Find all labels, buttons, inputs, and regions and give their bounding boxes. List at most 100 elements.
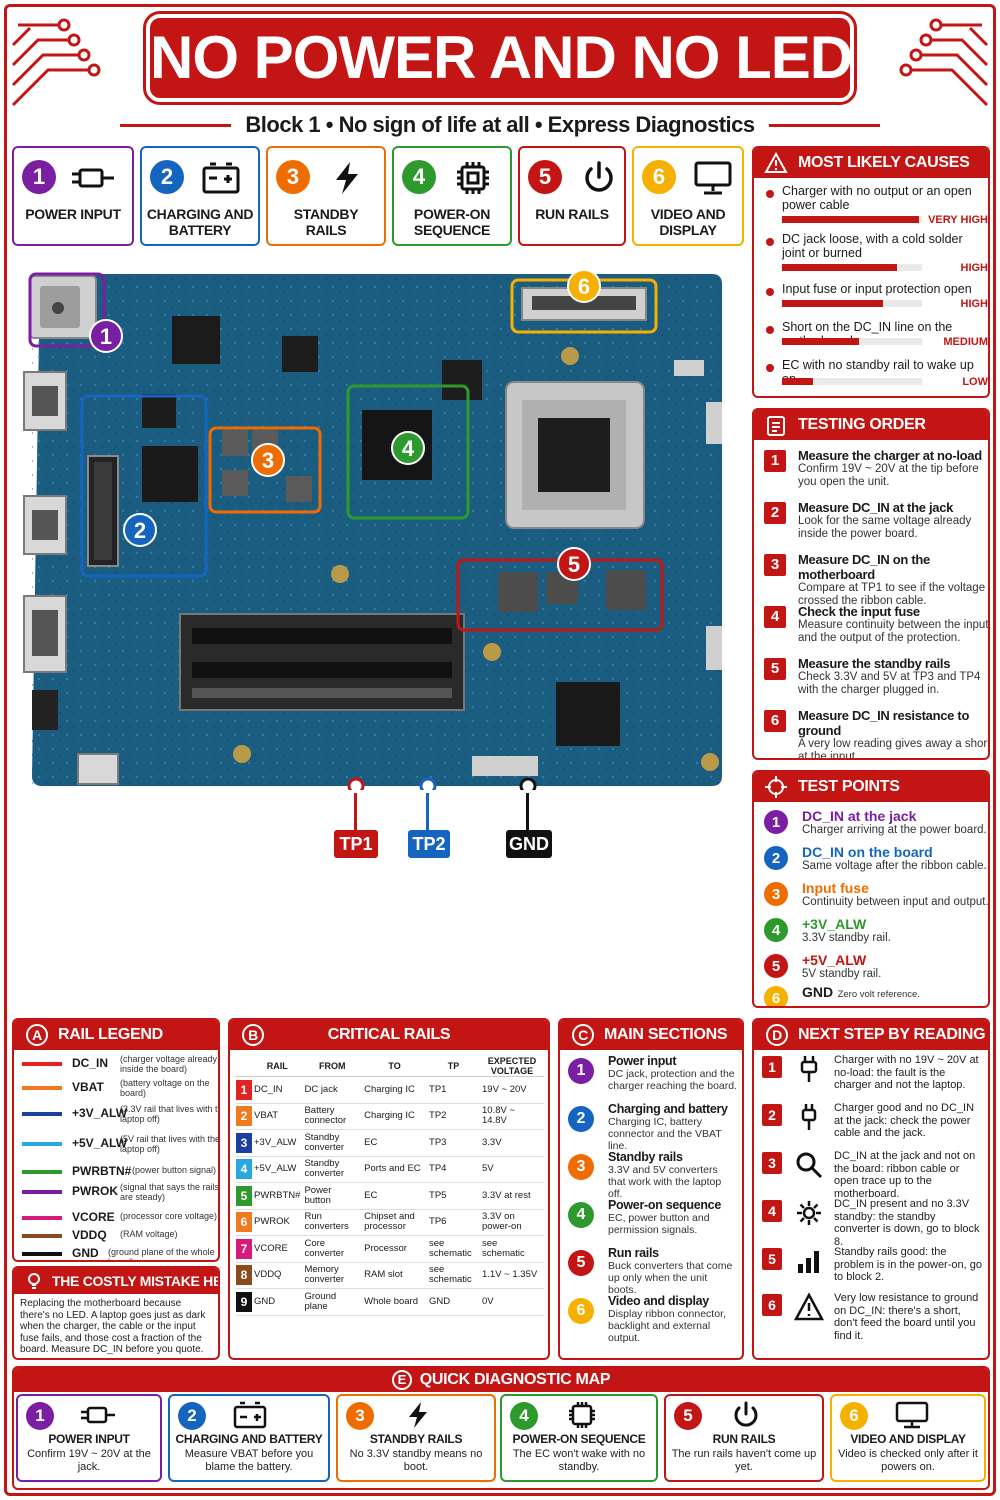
board-marker-5 — [557, 547, 591, 581]
next-step-item: 4 DC_IN present and no 3.3V standby: the… — [762, 1198, 984, 1248]
cause-bar — [782, 378, 922, 385]
section-number: 1 — [568, 1058, 594, 1084]
cell-rail: VBAT — [252, 1103, 303, 1130]
bar-chart-icon — [798, 1251, 819, 1273]
section-title: Run rails — [608, 1246, 659, 1260]
section-title: Charging and battery — [608, 1102, 728, 1116]
col-expected: EXPECTED VOLTAGE — [480, 1056, 544, 1077]
section-desc: Buck converters that come up only when t… — [608, 1260, 733, 1296]
legend-swatch — [22, 1086, 62, 1090]
test-point-desc: Charger arriving at the power board. — [802, 824, 987, 836]
test-point-pin-tp1 — [347, 777, 365, 790]
quickmap-card-power-on-sequence: 4 POWER-ON SEQUENCE The EC won't wake wi… — [500, 1394, 658, 1482]
stage-label: POWER-ON SEQUENCE — [413, 206, 491, 238]
quickmap-desc: The EC won't wake with no standby. — [512, 1448, 646, 1473]
legend-swatch — [22, 1112, 62, 1116]
highlight-standby — [208, 426, 322, 514]
panel-most-likely-causes: MOST LIKELY CAUSES Charger with no outpu… — [752, 146, 990, 398]
magnifier-icon — [796, 1152, 823, 1179]
board-marker-4-label: 4 — [402, 436, 415, 461]
legend-item: PWROK(signal that says the rails are ste… — [22, 1182, 220, 1212]
test-point-desc: 3.3V standby rail. — [802, 932, 891, 944]
legend-key: DC_IN — [72, 1056, 109, 1070]
legend-key: VBAT — [72, 1080, 104, 1094]
section-desc: DC jack, protection and the charger reac… — [608, 1068, 737, 1092]
bullet — [766, 190, 774, 198]
legend-desc: (signal that says the rails are steady) — [120, 1182, 220, 1202]
test-point-pin-gnd — [519, 777, 537, 790]
test-point-pin-tp2 — [419, 777, 437, 790]
test-point-number: 5 — [764, 954, 788, 978]
cell-to: Chipset and processor — [362, 1209, 428, 1236]
stage-card-video-display: 6 VIDEO AND DISPLAY — [632, 146, 744, 246]
cell-tp: GND — [427, 1288, 480, 1316]
test-point-number: 6 — [764, 986, 788, 1006]
quickmap-desc: Confirm 19V ~ 20V at the jack. — [27, 1448, 151, 1473]
section-title: Standby rails — [608, 1150, 683, 1164]
cell-voltage: 0V — [480, 1288, 544, 1316]
quickmap-number: 3 — [346, 1402, 374, 1430]
stage-card-power-input: 1 POWER INPUT — [12, 146, 134, 246]
cell-from: Run converters — [302, 1209, 363, 1236]
test-point-title: DC_IN on the board — [802, 844, 933, 860]
board-marker-3-label: 3 — [262, 448, 274, 473]
legend-key: VDDQ — [72, 1228, 107, 1242]
cell-tp: see schematic — [427, 1262, 480, 1289]
lightbulb-icon — [28, 1273, 40, 1289]
plug-icon — [800, 1056, 818, 1082]
cell-rail: PWRBTN# — [252, 1182, 303, 1210]
row-number: 4 — [236, 1159, 252, 1180]
row-number: 1 — [236, 1079, 252, 1100]
table-header-row: RAIL FROM TO TP EXPECTED VOLTAGE — [236, 1056, 544, 1077]
quickmap-title: RUN RAILS — [712, 1432, 776, 1446]
cell-to: Processor — [362, 1235, 428, 1263]
legend-item: VBAT(battery voltage on the board) — [22, 1078, 218, 1108]
test-point-number: 1 — [764, 810, 788, 834]
power-plug-icon — [72, 168, 114, 188]
cell-from: DC jack — [302, 1076, 363, 1104]
warning-icon — [764, 152, 788, 173]
section-number: 5 — [568, 1250, 594, 1276]
section-number: 2 — [568, 1106, 594, 1132]
step-desc: Check 3.3V and 5V at TP3 and TP4 with th… — [798, 671, 981, 696]
cell-tp: see schematic — [427, 1235, 480, 1263]
circuit-decoration-left — [11, 18, 101, 107]
test-point-number: 3 — [764, 882, 788, 906]
next-step-number: 5 — [762, 1248, 782, 1270]
next-step-number: 2 — [762, 1104, 782, 1126]
board-marker-6 — [567, 270, 601, 303]
monitor-icon — [895, 1401, 929, 1429]
monitor-icon — [694, 161, 732, 195]
section-title: Power-on sequence — [608, 1198, 721, 1212]
cause-item: Short on the DC_IN line on the motherboa… — [766, 320, 988, 348]
legend-desc: (power button signal) — [132, 1165, 217, 1175]
step-number: 3 — [764, 554, 786, 576]
legend-swatch — [22, 1062, 62, 1066]
subtitle-rule-left — [120, 123, 232, 127]
panel-title: QUICK DIAGNOSTIC MAP — [419, 1371, 611, 1388]
bullet — [766, 288, 774, 296]
panel-header: TEST POINTS — [754, 772, 988, 802]
next-step-text: Charger good and no DC_IN at the jack: c… — [834, 1102, 975, 1139]
cell-from: Core converter — [302, 1235, 363, 1263]
stage-number: 1 — [22, 160, 56, 194]
cause-text: Charger with no output or an open power … — [782, 184, 972, 212]
page-frame — [4, 4, 996, 1496]
board-marker-5-label: 5 — [568, 552, 580, 577]
stage-label: POWER INPUT — [25, 206, 121, 222]
cell-from: Standby converter — [302, 1156, 363, 1183]
quickmap-card-video-display: 6 VIDEO AND DISPLAY Video is checked onl… — [830, 1394, 986, 1482]
next-step-text: DC_IN present and no 3.3V standby: the s… — [834, 1198, 980, 1248]
legend-desc: (ground plane of the whole board) — [108, 1247, 215, 1262]
